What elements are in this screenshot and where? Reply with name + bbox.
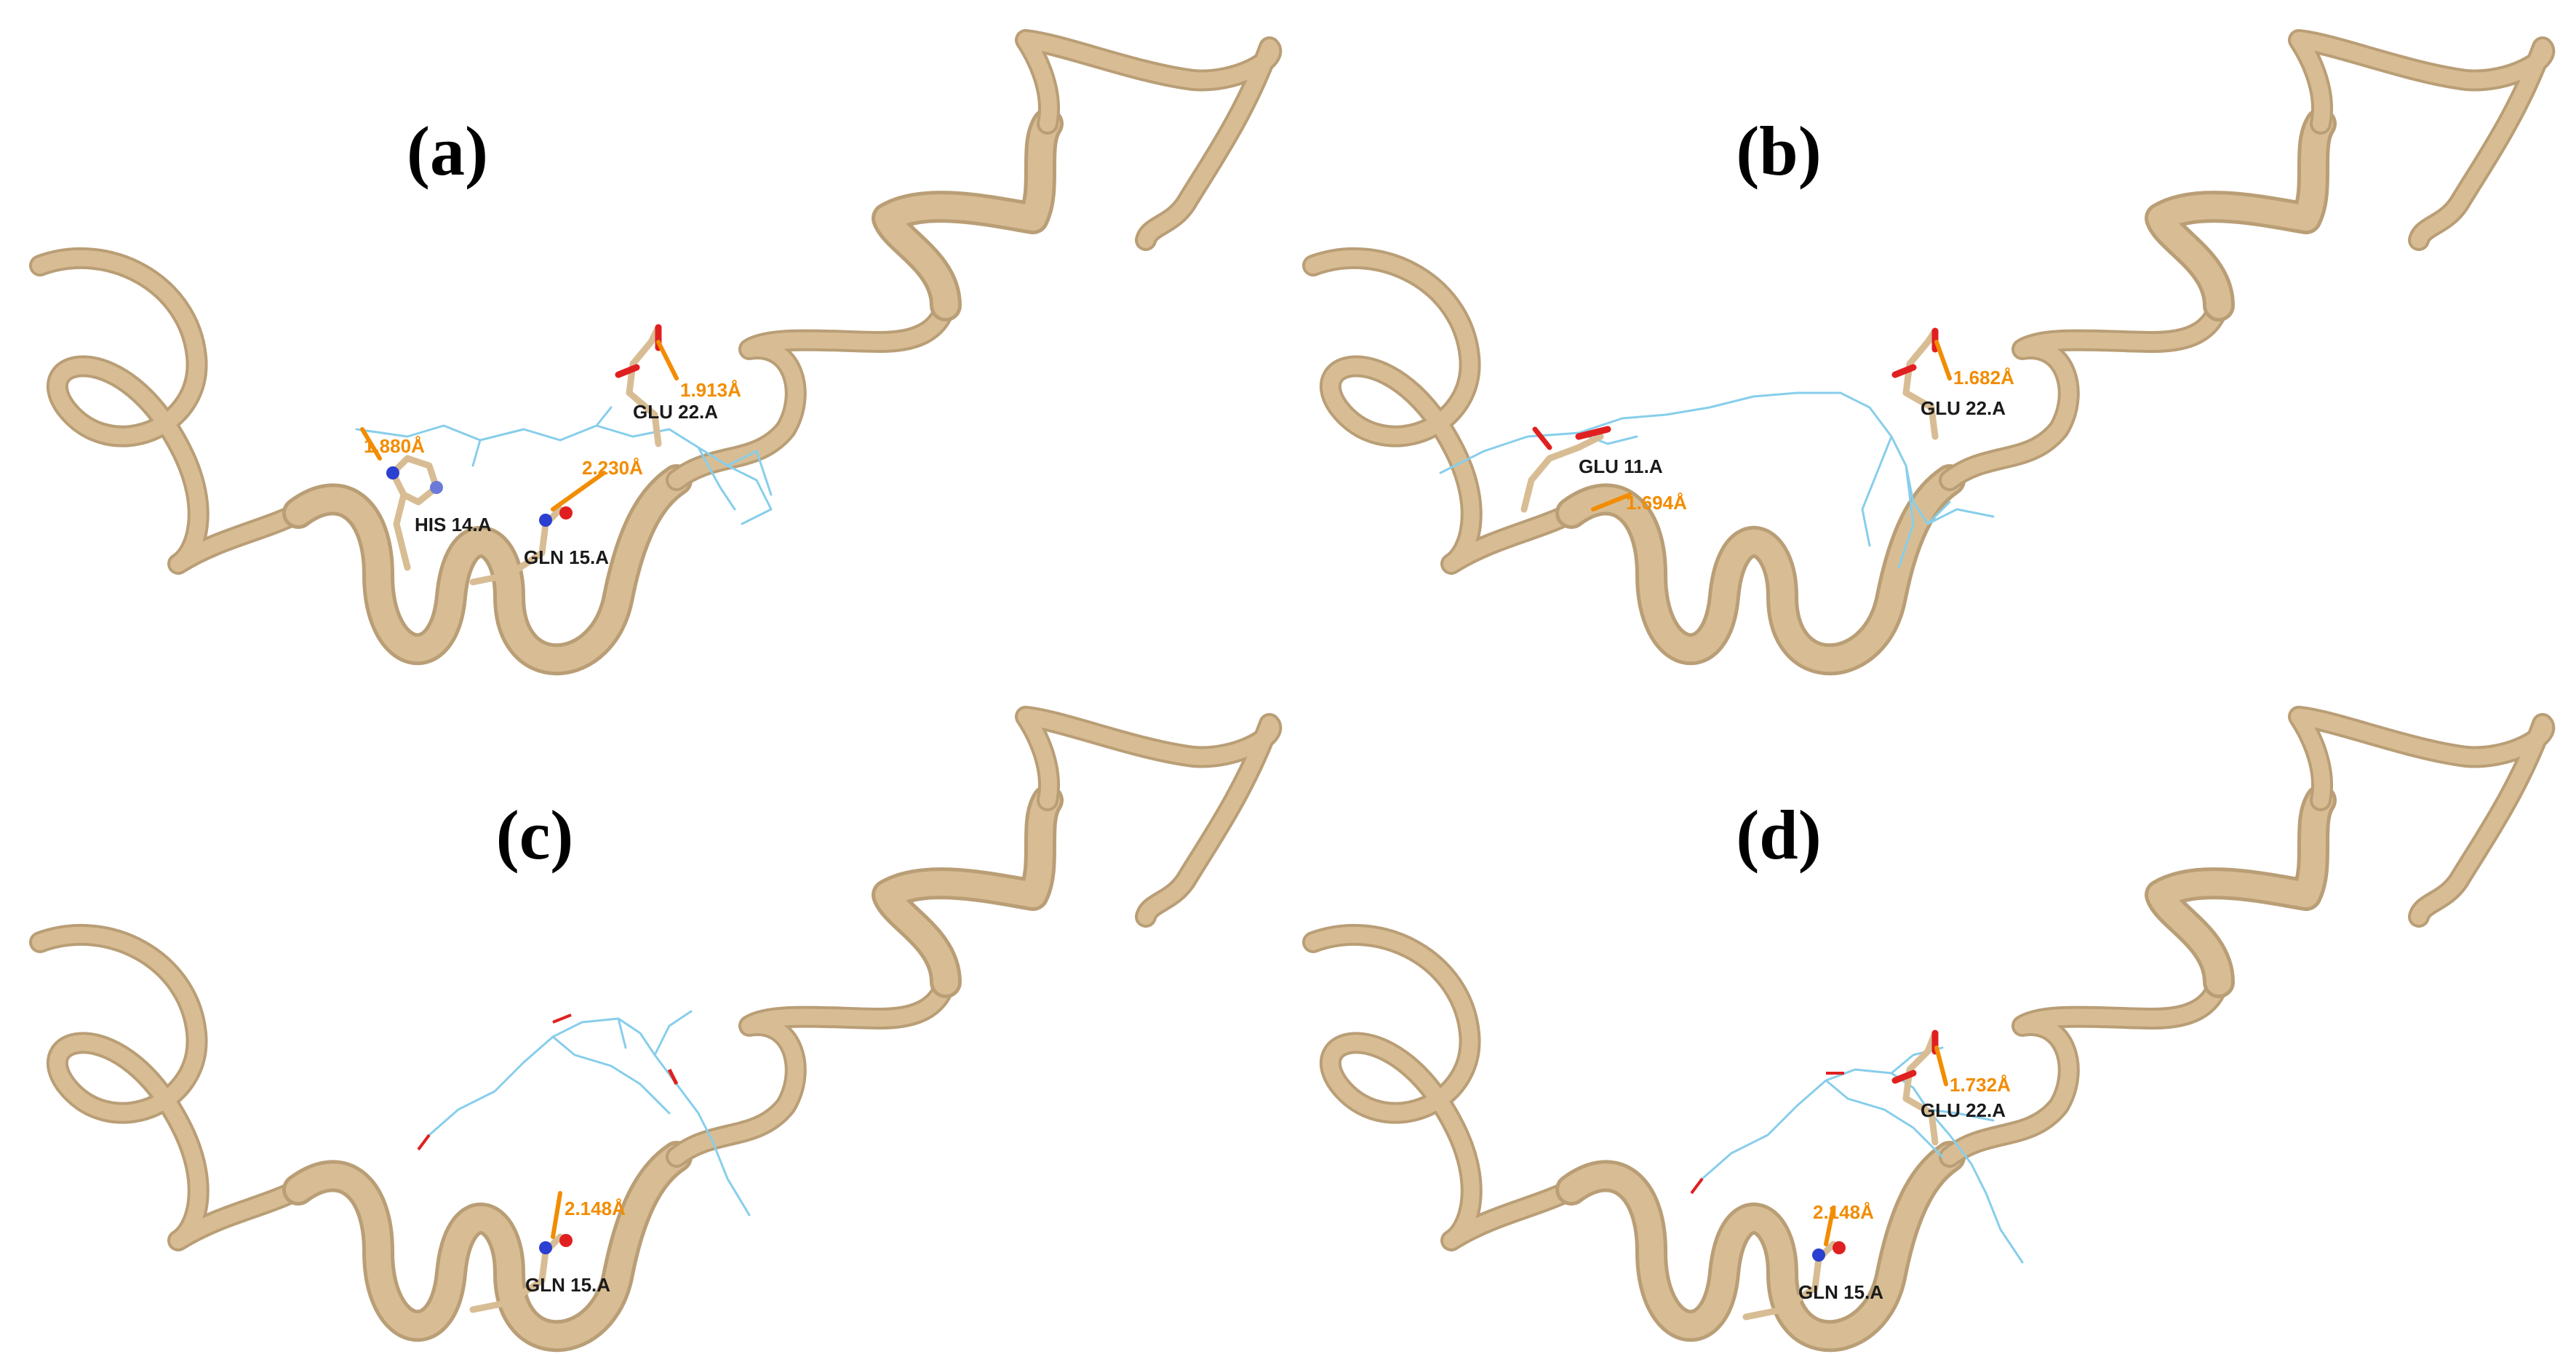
oxygen-atom (1532, 426, 1552, 450)
nitrogen-atom (386, 466, 399, 479)
panel-b: (b) GLU 22.A GLU 11.A 1.682Å 1.694Å (1313, 40, 2544, 659)
hbond-line (360, 427, 382, 461)
hbond-line (551, 471, 606, 511)
residue-label: GLN 15.A (525, 1274, 610, 1296)
panel-a: (a) GLU 22.A HIS 14.A GLN 15.A 1.913Å 1.… (40, 40, 1271, 659)
oxygen-atom (417, 1134, 431, 1151)
oxygen-atom (559, 1234, 573, 1247)
distance-label: 1.732Å (1950, 1074, 2011, 1096)
residue-label: HIS 14.A (415, 514, 492, 535)
residue-label: GLN 15.A (1798, 1281, 1883, 1303)
residue-label: GLU 11.A (1579, 455, 1663, 477)
residue-label: GLU 22.A (1921, 1099, 2006, 1121)
residue-label: GLU 22.A (633, 401, 718, 423)
hbond-line (1591, 493, 1632, 511)
distance-label: 2.148Å (565, 1198, 626, 1219)
glu22-stick (1902, 1030, 1939, 1146)
protein-ribbon (40, 717, 1271, 1336)
panel-d: (d) GLU 22.A GLN 15.A 1.732Å 2.148Å (1313, 717, 2544, 1336)
residue-label: GLN 15.A (524, 546, 609, 568)
panel-letter: (c) (496, 796, 574, 874)
oxygen-atom (1833, 1241, 1846, 1254)
oxygen-atom (1891, 364, 1917, 378)
protein-ribbon (1313, 40, 2544, 659)
distance-label: 2.230Å (582, 457, 643, 479)
hbond-line (551, 1191, 562, 1239)
nitrogen-atom (539, 1241, 552, 1254)
oxygen-atom (552, 1013, 572, 1024)
oxygen-atom (559, 506, 573, 519)
hbond-line (656, 340, 679, 381)
oxygen-atom (667, 1068, 679, 1086)
hbond-line (1824, 1206, 1835, 1246)
ligand-molecule (428, 1010, 751, 1216)
distance-label: 1.694Å (1626, 492, 1687, 514)
nitrogen-atom (430, 481, 443, 494)
ligand-molecule (355, 406, 773, 525)
glu11-stick (1520, 433, 1604, 513)
oxygen-atom (1891, 1070, 1917, 1084)
glu22-stick (626, 324, 662, 447)
oxygen-atom (1575, 426, 1611, 440)
distance-label: 1.682Å (1953, 367, 2014, 389)
panel-letter: (b) (1736, 112, 1821, 190)
protein-ribbon (40, 40, 1271, 659)
glu22-stick (1902, 327, 1939, 440)
panel-letter: (a) (407, 112, 488, 190)
panel-c: (c) GLN 15.A 2.148Å (40, 717, 1271, 1336)
protein-ribbon (1313, 717, 2544, 1336)
panel-letter: (d) (1736, 796, 1821, 874)
hbond-line (1934, 1046, 1948, 1086)
ligand-molecule (1439, 391, 1995, 569)
distance-label: 1.880Å (364, 435, 425, 457)
nitrogen-atom (539, 514, 552, 527)
oxygen-atom (615, 364, 640, 378)
nitrogen-atom (1812, 1249, 1825, 1262)
residue-label: GLU 22.A (1921, 397, 2006, 419)
his14-stick (389, 455, 440, 571)
oxygen-atom (1690, 1177, 1704, 1195)
distance-label: 1.913Å (680, 379, 741, 401)
distance-label: 2.148Å (1813, 1201, 1874, 1223)
hbond-line (1934, 340, 1952, 381)
